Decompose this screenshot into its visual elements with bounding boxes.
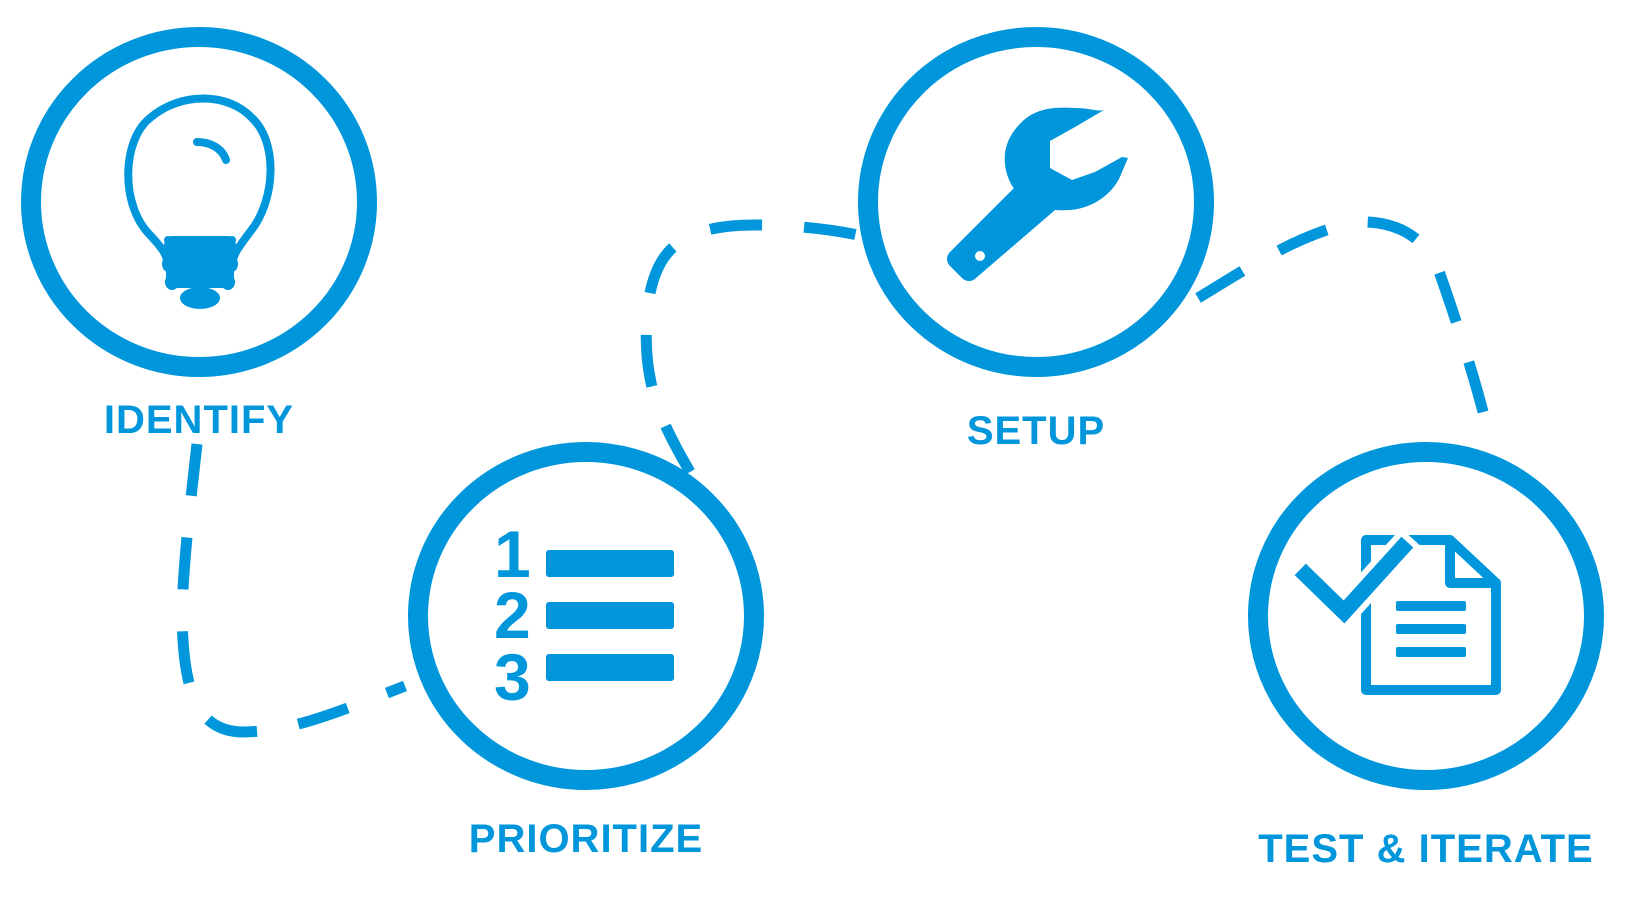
step-circle-identify [21,27,377,377]
svg-text:1: 1 [494,517,531,591]
document-lines [1396,601,1466,657]
checked-document-icon [1286,528,1501,695]
svg-text:2: 2 [494,578,531,652]
step-label-setup: SETUP [967,409,1105,453]
connector-setup-test [1195,216,1499,454]
connector-identify-prioritize [176,443,407,738]
connectors [176,216,1499,738]
step-label-test-iterate: TEST & ITERATE [1258,827,1593,871]
step-circle-test-iterate [1248,442,1604,790]
numbered-list-digits: 1 2 3 [494,517,531,714]
numbered-list-bars [546,550,674,681]
step-label-prioritize: PRIORITIZE [469,817,703,861]
svg-text:3: 3 [494,640,531,714]
step-label-identify: IDENTIFY [104,398,294,442]
numbered-list-icon: 1 2 3 [494,517,674,714]
wrench-icon [947,107,1128,281]
connector-prioritize-setup [640,219,864,475]
lightbulb-base-icon [162,236,238,309]
